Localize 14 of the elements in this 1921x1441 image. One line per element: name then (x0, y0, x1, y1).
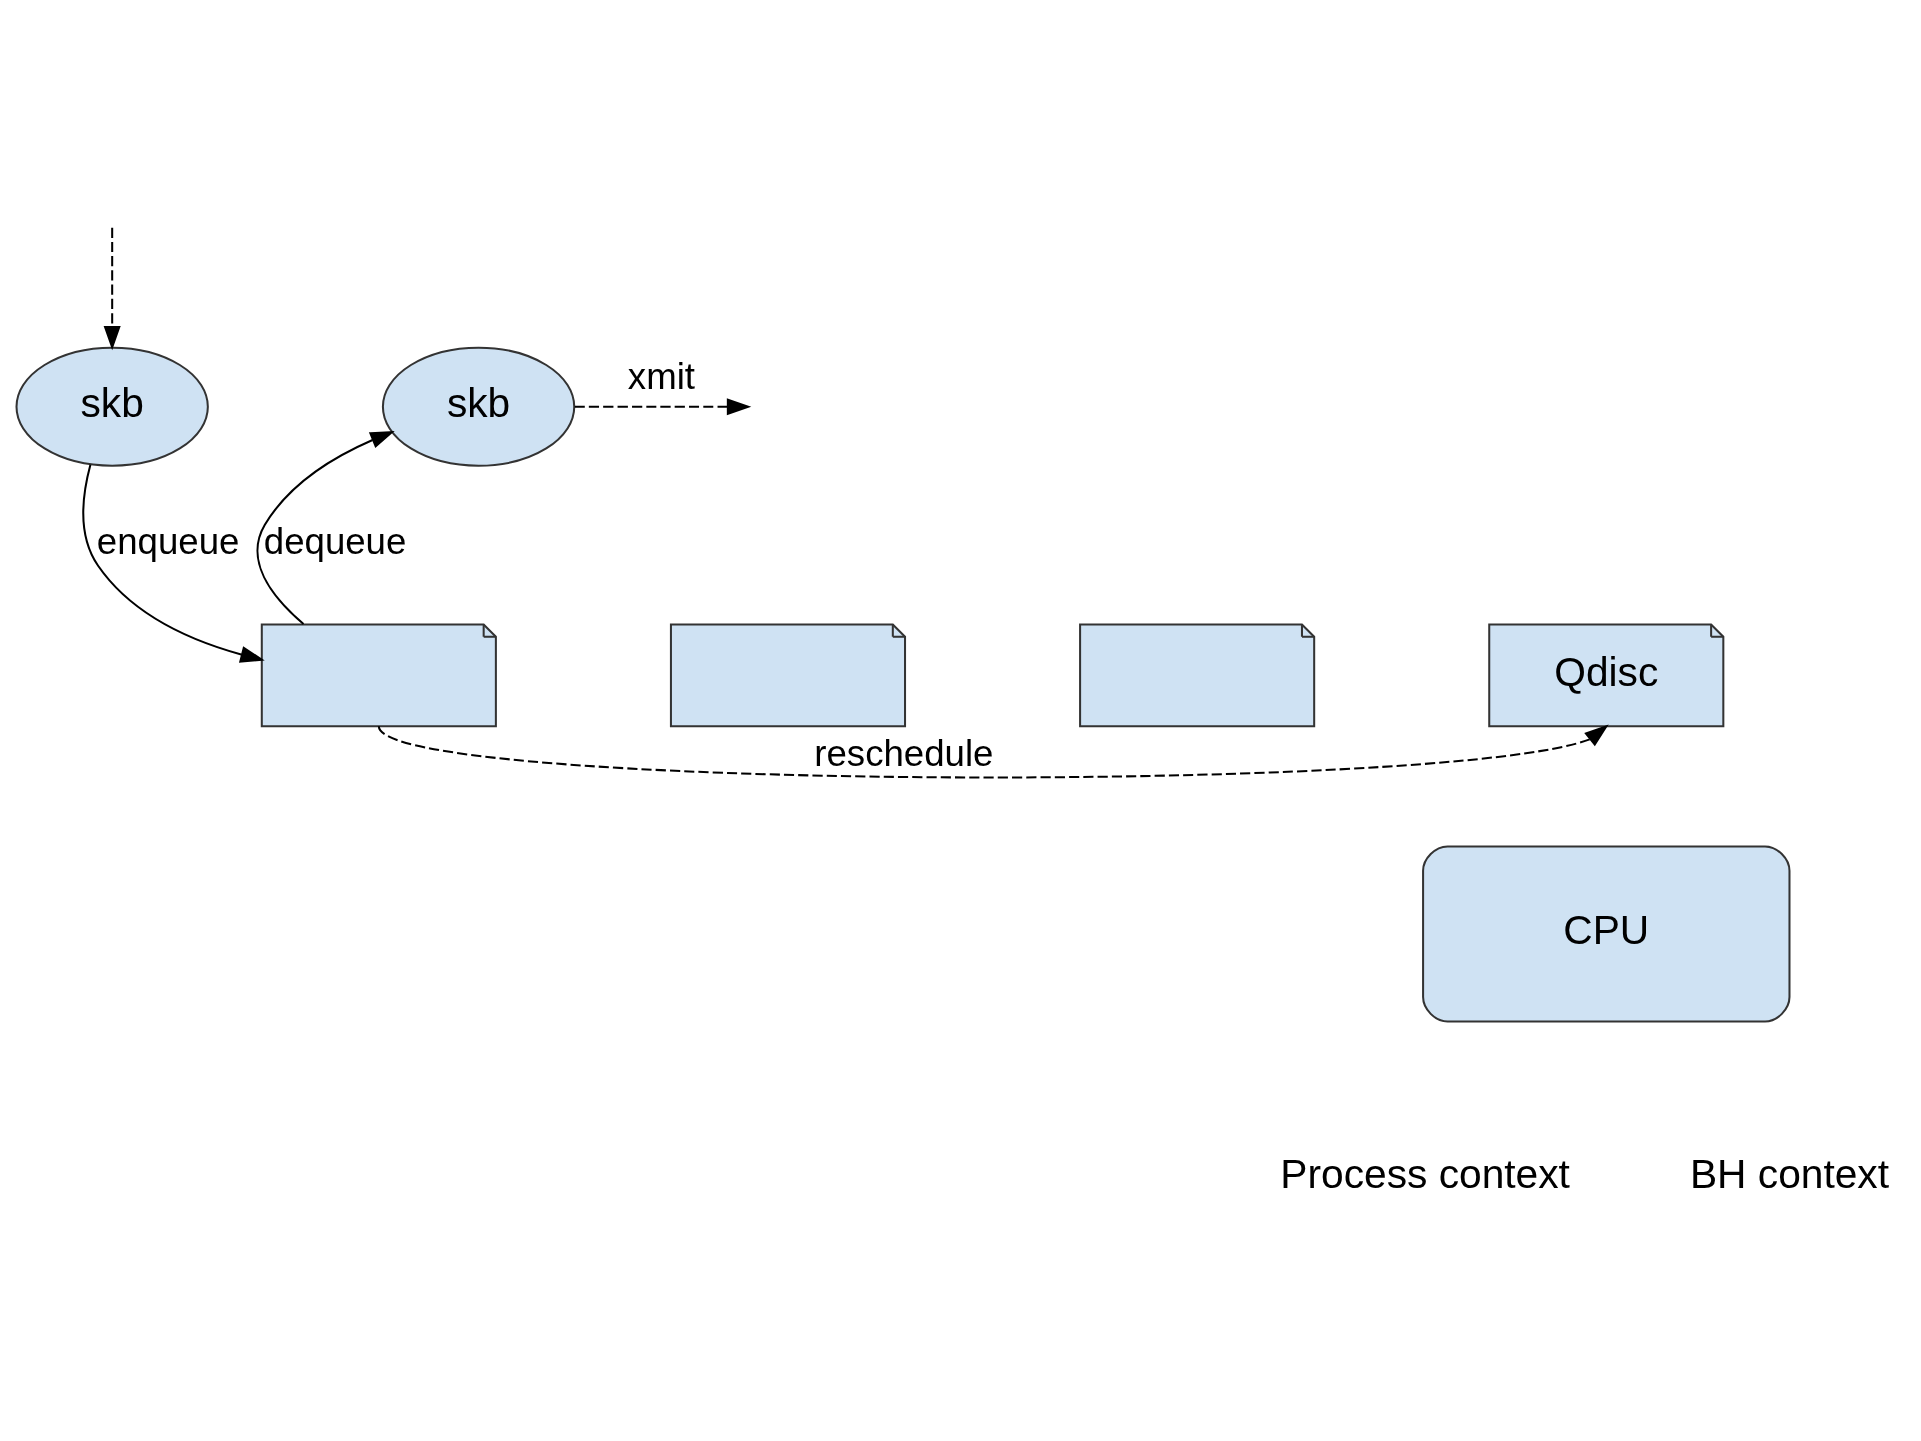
edge-label: reschedule (814, 733, 994, 775)
label: Process context (1280, 1151, 1570, 1198)
node-ellipse: skb (381, 346, 576, 467)
edge-label: xmit (627, 356, 695, 398)
edge-label: enqueue (96, 521, 240, 563)
node-ellipse: skb (15, 346, 209, 467)
label: BH context (1689, 1151, 1890, 1198)
node-box: CPU (1422, 845, 1791, 1023)
arrow (378, 724, 1609, 779)
arrow (256, 431, 395, 625)
arrow (574, 398, 752, 416)
arrow (103, 227, 121, 351)
edge-label: dequeue (263, 521, 407, 563)
arrow (82, 464, 265, 663)
